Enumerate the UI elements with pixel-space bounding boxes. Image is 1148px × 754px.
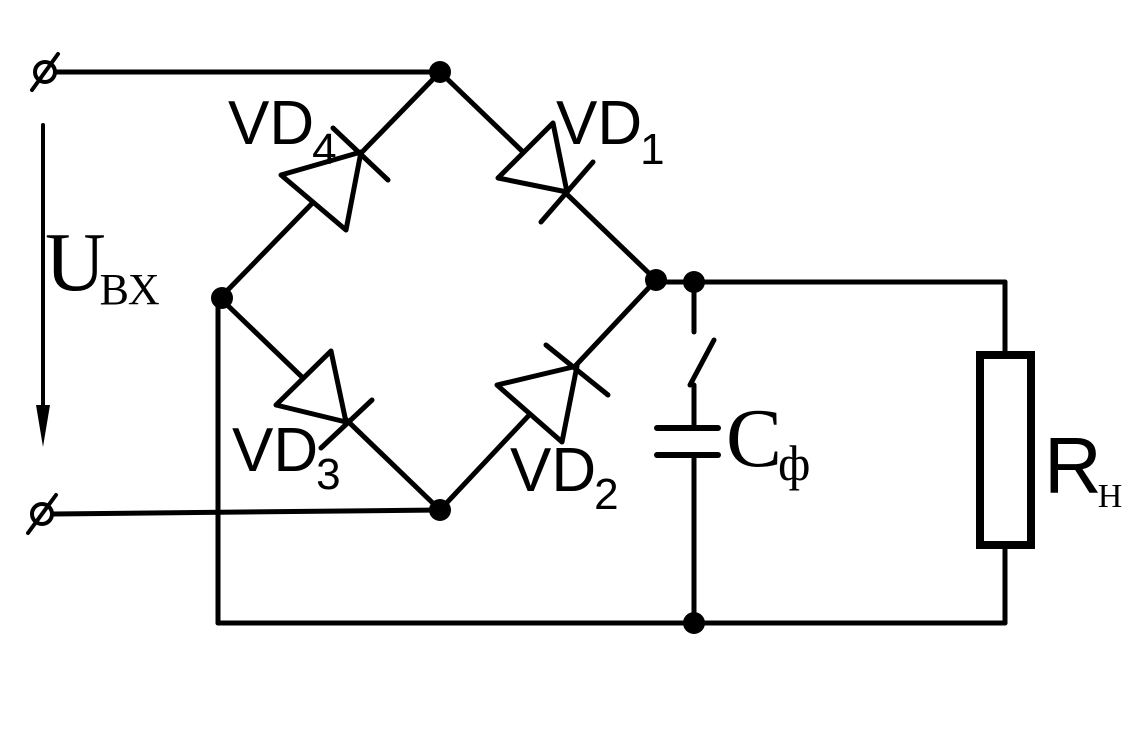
diode-vd1 (495, 120, 596, 225)
label-resistor: RН (1044, 421, 1122, 515)
label-vd3: VD3 (232, 416, 341, 499)
node-bottom (429, 499, 451, 521)
node-right (645, 269, 667, 291)
node-output-positive (683, 271, 705, 293)
load-resistor (976, 351, 1035, 549)
label-vd4: VD4 (228, 89, 337, 174)
wire-input-bottom (50, 507, 443, 517)
capacitor-symbol (654, 425, 721, 458)
node-output-negative (683, 612, 705, 634)
diode-vd2 (494, 342, 611, 445)
diode-vd4 (278, 125, 391, 233)
label-input-voltage: UВХ (45, 216, 160, 314)
label-vd1: VD1 (556, 89, 665, 174)
node-top (429, 61, 451, 83)
label-capacitor: Cф (726, 392, 810, 491)
output-wires (215, 279, 1008, 626)
label-vd2: VD2 (510, 436, 619, 519)
input-voltage-arrow (36, 123, 50, 447)
node-left (211, 287, 233, 309)
diode-vd3 (273, 348, 375, 451)
